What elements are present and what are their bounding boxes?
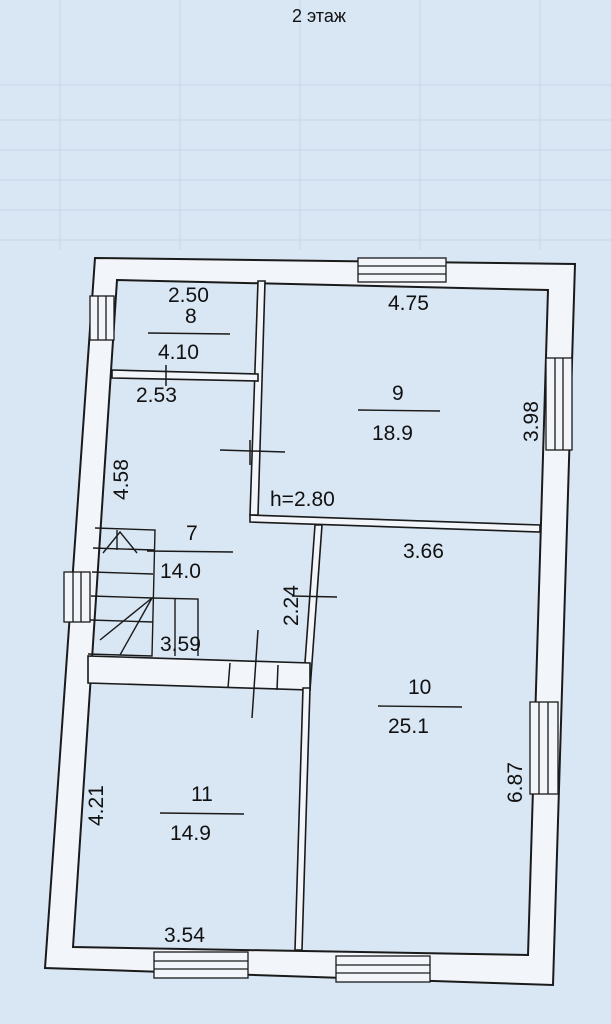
window-right-upper	[545, 357, 573, 451]
dimension-label: 2.50	[168, 284, 209, 307]
dimension-label: 2.53	[136, 384, 177, 407]
room-7-area: 14.0	[160, 560, 201, 583]
room-8-number: 8	[185, 305, 197, 328]
dimension-label: 3.66	[403, 540, 444, 563]
room-8-area: 4.10	[158, 341, 199, 364]
window-left-upper	[89, 295, 115, 341]
window-bottom-right	[335, 955, 431, 983]
room-9-number: 9	[392, 382, 404, 405]
room-10-area: 25.1	[388, 715, 429, 738]
dimension-label: 4.21	[85, 785, 108, 826]
background-grid	[0, 0, 611, 250]
dimension-label: 6.87	[504, 762, 527, 803]
floor-title: 2 этаж	[292, 6, 346, 26]
door-marks	[165, 365, 338, 719]
room-11-area: 14.9	[170, 822, 211, 845]
room-10-number: 10	[408, 676, 431, 699]
windows	[63, 257, 573, 983]
window-bottom-left	[153, 951, 249, 979]
window-right-lower	[529, 701, 559, 795]
room-7-number: 7	[186, 522, 198, 545]
dimension-label: 2.24	[280, 585, 303, 626]
dimension-label: 3.59	[160, 633, 201, 656]
area-fraction-lines	[146, 332, 463, 815]
dimension-label: 3.98	[520, 401, 543, 442]
interior-walls	[87, 280, 541, 951]
room-9-area: 18.9	[372, 422, 413, 445]
stairs	[87, 527, 199, 657]
dimension-label: 4.58	[110, 459, 133, 500]
window-top	[357, 257, 447, 283]
dimension-label: 3.54	[164, 924, 205, 947]
dimension-label: 4.75	[388, 292, 429, 315]
window-left-middle	[63, 571, 91, 623]
ceiling-height: h=2.80	[270, 488, 335, 511]
room-11-number: 11	[191, 783, 213, 806]
